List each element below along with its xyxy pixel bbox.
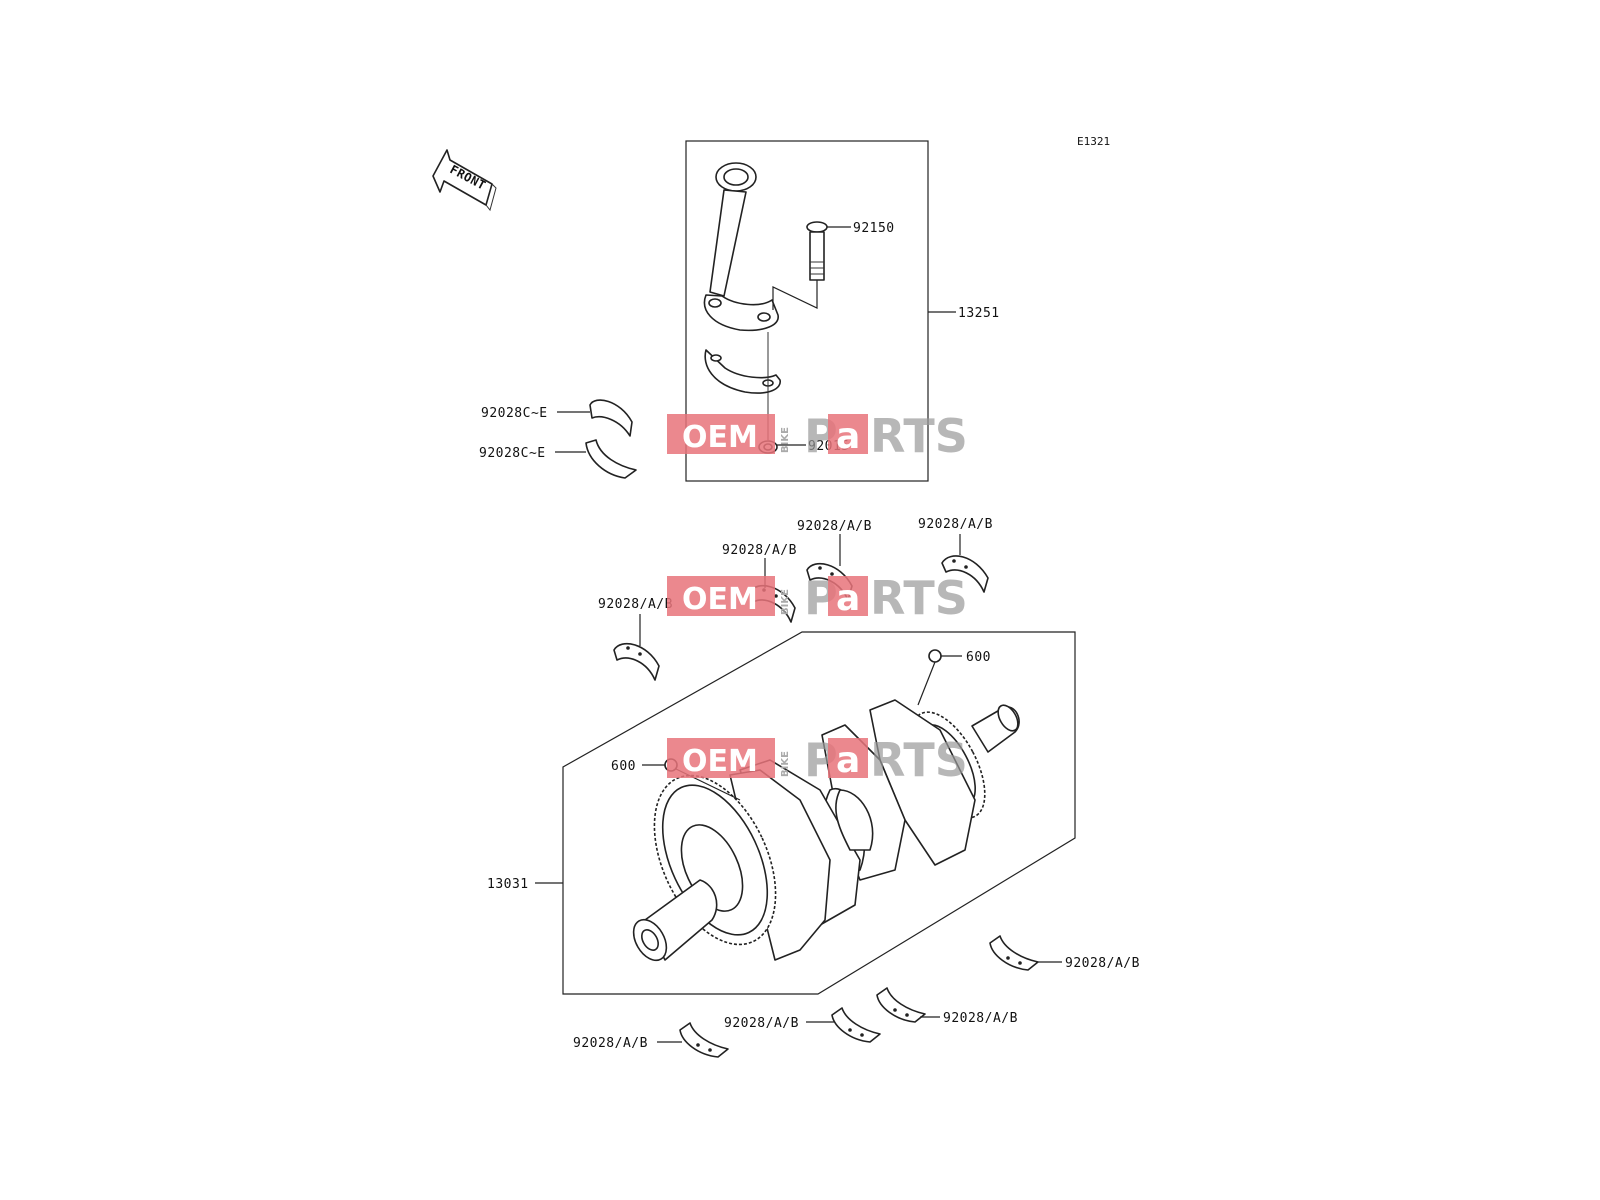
label-92028ab-3: 92028/A/B bbox=[797, 519, 872, 534]
svg-text:RTS: RTS bbox=[870, 571, 968, 625]
svg-text:BIKE: BIKE bbox=[780, 589, 791, 615]
svg-text:a: a bbox=[836, 578, 860, 619]
main-bearing-upper-1 bbox=[613, 642, 660, 681]
bolt-92150 bbox=[806, 221, 828, 281]
label-13031: 13031 bbox=[487, 877, 529, 892]
label-92028ab-7: 92028/A/B bbox=[943, 1011, 1018, 1026]
svg-text:OEM: OEM bbox=[682, 744, 758, 779]
watermark-2: OEM BIKE P a RTS bbox=[667, 571, 968, 625]
label-92028ab-2: 92028/A/B bbox=[722, 543, 797, 558]
svg-text:OEM: OEM bbox=[682, 420, 758, 455]
main-bearing-lower-5 bbox=[679, 1022, 729, 1058]
label-92150: 92150 bbox=[853, 221, 895, 236]
svg-text:a: a bbox=[836, 740, 860, 781]
connecting-rod-box bbox=[685, 140, 929, 482]
svg-text:a: a bbox=[836, 416, 860, 457]
diagram-code: E1321 bbox=[1077, 135, 1110, 148]
front-arrow-icon: FRONT bbox=[432, 149, 497, 212]
svg-text:RTS: RTS bbox=[870, 733, 968, 787]
label-92028ab-1: 92028/A/B bbox=[598, 597, 673, 612]
svg-text:BIKE: BIKE bbox=[780, 751, 791, 777]
bearing-92028ce-upper bbox=[589, 399, 633, 437]
bearing-92028ce-lower bbox=[585, 439, 637, 479]
label-92028ab-5: 92028/A/B bbox=[573, 1036, 648, 1051]
bolt-leader bbox=[772, 280, 818, 310]
label-92028ce-b: 92028C~E bbox=[479, 446, 546, 461]
label-600-a: 600 bbox=[966, 650, 991, 665]
label-600-b: 600 bbox=[611, 759, 636, 774]
label-92028ab-8: 92028/A/B bbox=[1065, 956, 1140, 971]
svg-text:BIKE: BIKE bbox=[780, 427, 791, 453]
oil-marker-600-top bbox=[928, 649, 942, 663]
watermark-3: OEM BIKE P a RTS bbox=[667, 733, 968, 787]
label-92028ab-6: 92028/A/B bbox=[724, 1016, 799, 1031]
leader-600-a-d bbox=[917, 661, 936, 706]
main-bearing-upper-4 bbox=[941, 555, 989, 593]
crankshaft-box bbox=[562, 631, 1076, 995]
connecting-rod bbox=[703, 162, 781, 440]
main-bearing-lower-6 bbox=[831, 1007, 881, 1043]
label-13251: 13251 bbox=[958, 306, 1000, 321]
label-92028ab-4: 92028/A/B bbox=[918, 517, 993, 532]
svg-text:OEM: OEM bbox=[682, 582, 758, 617]
svg-text:RTS: RTS bbox=[870, 409, 968, 463]
label-92028ce-a: 92028C~E bbox=[481, 406, 548, 421]
main-bearing-lower-7 bbox=[876, 987, 926, 1023]
main-bearing-lower-8 bbox=[989, 935, 1039, 971]
watermark-1: OEM BIKE P a RTS bbox=[667, 409, 968, 463]
